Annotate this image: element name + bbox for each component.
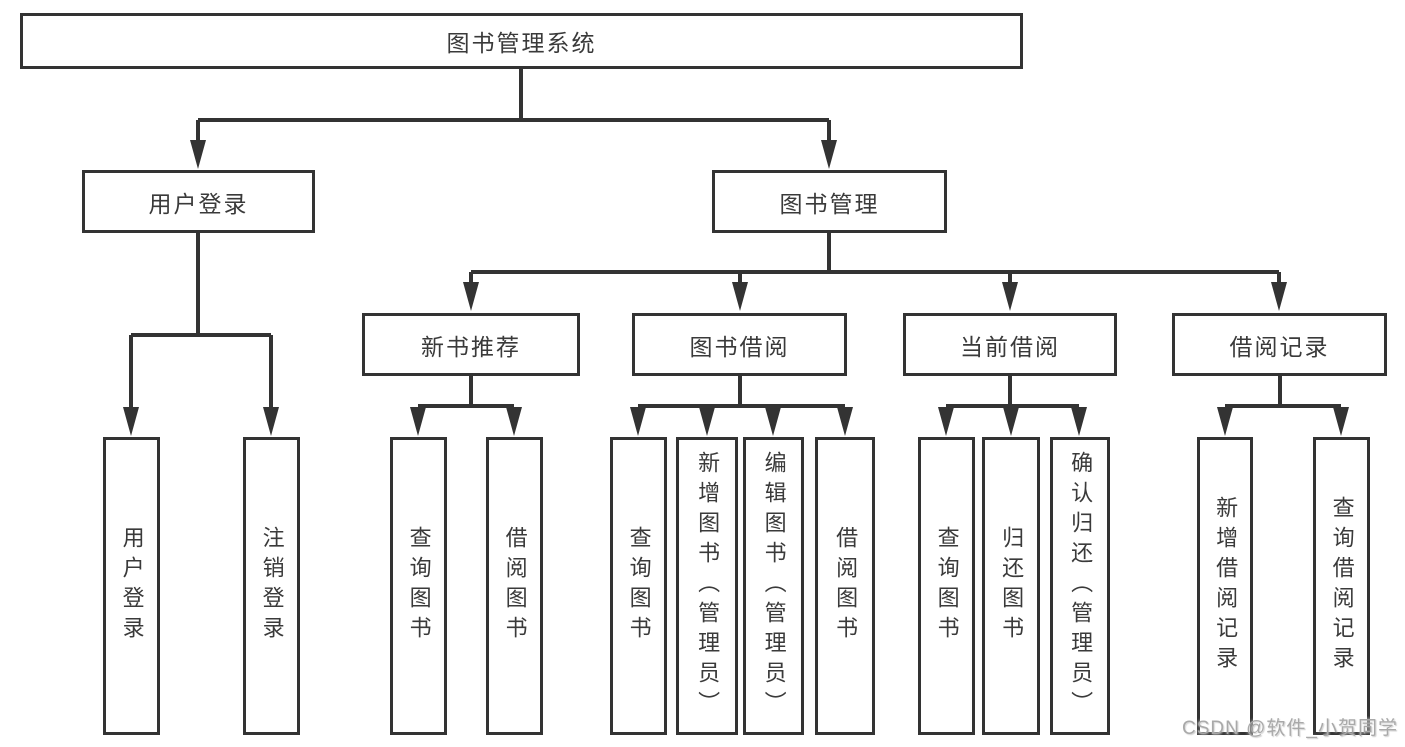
node-user-login: 用户登录 — [82, 170, 315, 233]
leaf-logout: 注销登录 — [243, 437, 300, 735]
leaf-bb-edit-books: 编辑图书（管理员） — [743, 437, 804, 735]
node-book-management: 图书管理 — [712, 170, 947, 233]
leaf-bb-query-books: 查询图书 — [610, 437, 667, 735]
leaf-user-login: 用户登录 — [103, 437, 160, 735]
leaf-bb-borrow-books-label: 借阅图书 — [833, 526, 859, 646]
leaf-cb-query-books: 查询图书 — [918, 437, 975, 735]
leaf-bb-edit-books-label: 编辑图书（管理员） — [761, 451, 787, 721]
leaf-br-add-record: 新增借阅记录 — [1197, 437, 1253, 735]
leaf-rec-query-books-label: 查询图书 — [406, 526, 432, 646]
node-current-borrow-label: 当前借阅 — [960, 333, 1060, 360]
node-book-borrow-label: 图书借阅 — [689, 333, 790, 360]
leaf-br-query-record-label: 查询借阅记录 — [1329, 496, 1355, 676]
node-book-management-label: 图书管理 — [779, 190, 880, 217]
leaf-rec-borrow-books: 借阅图书 — [486, 437, 543, 735]
node-new-book-recommend-label: 新书推荐 — [421, 333, 521, 360]
leaf-user-login-label: 用户登录 — [119, 526, 145, 646]
csdn-watermark: CSDN @软件_小贺同学 — [1182, 718, 1398, 739]
node-book-borrow: 图书借阅 — [632, 313, 847, 376]
leaf-br-add-record-label: 新增借阅记录 — [1213, 496, 1239, 676]
node-root: 图书管理系统 — [20, 13, 1023, 69]
leaf-cb-return-books: 归还图书 — [982, 437, 1040, 735]
node-borrow-records: 借阅记录 — [1172, 313, 1387, 376]
leaf-bb-borrow-books: 借阅图书 — [815, 437, 875, 735]
leaf-rec-query-books: 查询图书 — [390, 437, 447, 735]
arrowheads — [123, 140, 1349, 436]
node-borrow-records-label: 借阅记录 — [1229, 333, 1330, 360]
leaf-bb-add-books: 新增图书（管理员） — [676, 437, 738, 735]
leaf-cb-return-books-label: 归还图书 — [999, 526, 1025, 646]
leaf-rec-borrow-books-label: 借阅图书 — [502, 526, 528, 646]
leaf-br-query-record: 查询借阅记录 — [1313, 437, 1370, 735]
node-new-book-recommend: 新书推荐 — [362, 313, 580, 376]
leaf-logout-label: 注销登录 — [259, 526, 285, 646]
leaf-bb-query-books-label: 查询图书 — [626, 526, 652, 646]
leaf-cb-confirm-return-label: 确认归还（管理员） — [1068, 451, 1094, 721]
leaf-cb-confirm-return: 确认归还（管理员） — [1050, 437, 1110, 735]
node-root-label: 图书管理系统 — [446, 30, 597, 56]
node-current-borrow: 当前借阅 — [903, 313, 1117, 376]
leaf-cb-query-books-label: 查询图书 — [934, 526, 960, 646]
node-user-login-label: 用户登录 — [148, 190, 249, 217]
leaf-bb-add-books-label: 新增图书（管理员） — [695, 451, 721, 721]
